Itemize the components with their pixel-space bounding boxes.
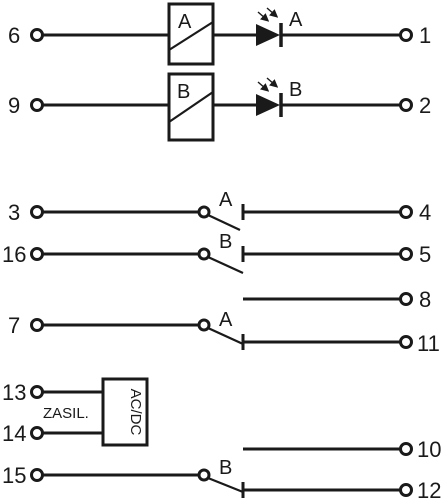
led-b-icon	[256, 77, 283, 117]
terminal-5-label: 5	[419, 242, 431, 267]
terminal-1	[399, 28, 413, 42]
terminal-2-label: 2	[419, 93, 431, 118]
coil-b-label: B	[177, 81, 190, 103]
terminal-4-label: 4	[419, 200, 431, 225]
terminal-16-label: 16	[2, 242, 26, 267]
terminal-5	[399, 247, 413, 261]
terminal-13	[30, 385, 44, 399]
terminal-12-label: 12	[417, 478, 441, 500]
terminal-10	[399, 442, 413, 456]
contact-row-16-5: 16 B 5	[2, 231, 431, 275]
contact-b-label: B	[219, 231, 232, 253]
terminal-11	[399, 335, 413, 349]
led-a-icon	[256, 7, 283, 47]
contact-blade	[207, 476, 244, 494]
contact-row-15-10-12: 10 15 B 12	[2, 437, 441, 500]
terminal-9-label: 9	[8, 93, 20, 118]
terminal-6-label: 6	[8, 23, 20, 48]
terminal-6	[30, 28, 44, 42]
contact-row-3-4: 3 A 4	[8, 189, 431, 231]
terminal-11-label: 11	[417, 331, 440, 356]
contact-row-7-8-11: 8 7 A 11	[8, 287, 440, 356]
terminal-8-label: 8	[419, 287, 431, 312]
contact-pivot	[197, 468, 211, 482]
power-label: ZASIL.	[43, 405, 89, 422]
terminal-9	[30, 98, 44, 112]
terminal-3	[30, 205, 44, 219]
terminal-2	[399, 98, 413, 112]
terminal-14-label: 14	[2, 421, 26, 446]
terminal-16	[30, 247, 44, 261]
coil-a-label: A	[178, 11, 192, 33]
coil-b-slash	[168, 91, 214, 123]
contact-pivot	[197, 247, 211, 261]
ac-dc-box	[101, 377, 149, 447]
contact-a-label: A	[219, 309, 233, 331]
terminal-7	[30, 318, 44, 332]
contact-pivot	[197, 318, 211, 332]
terminal-1-label: 1	[419, 23, 431, 48]
coil-row-b: 9 B B 2	[8, 72, 431, 142]
contact-b-label: B	[219, 457, 232, 479]
terminal-7-label: 7	[8, 313, 20, 338]
led-a-label: A	[289, 9, 303, 31]
terminal-3-label: 3	[8, 200, 20, 225]
terminal-10-label: 10	[417, 437, 441, 462]
contact-pivot	[197, 205, 211, 219]
contact-a-label: A	[219, 189, 233, 211]
terminal-15	[30, 468, 44, 482]
terminal-15-label: 15	[2, 463, 26, 488]
terminal-4	[399, 205, 413, 219]
contact-blade	[207, 326, 244, 346]
power-supply: 13 14 ZASIL. AC/DC	[2, 377, 149, 447]
terminal-13-label: 13	[2, 380, 26, 405]
coil-row-a: 6 A A 1	[8, 2, 431, 66]
terminal-12	[399, 483, 413, 497]
terminal-8	[399, 292, 413, 306]
terminal-14	[30, 426, 44, 440]
led-b-label: B	[289, 79, 302, 101]
ac-dc-label: AC/DC	[127, 389, 144, 436]
contact-blade	[207, 255, 244, 275]
contact-blade	[207, 214, 241, 231]
coil-a-slash	[168, 21, 214, 51]
